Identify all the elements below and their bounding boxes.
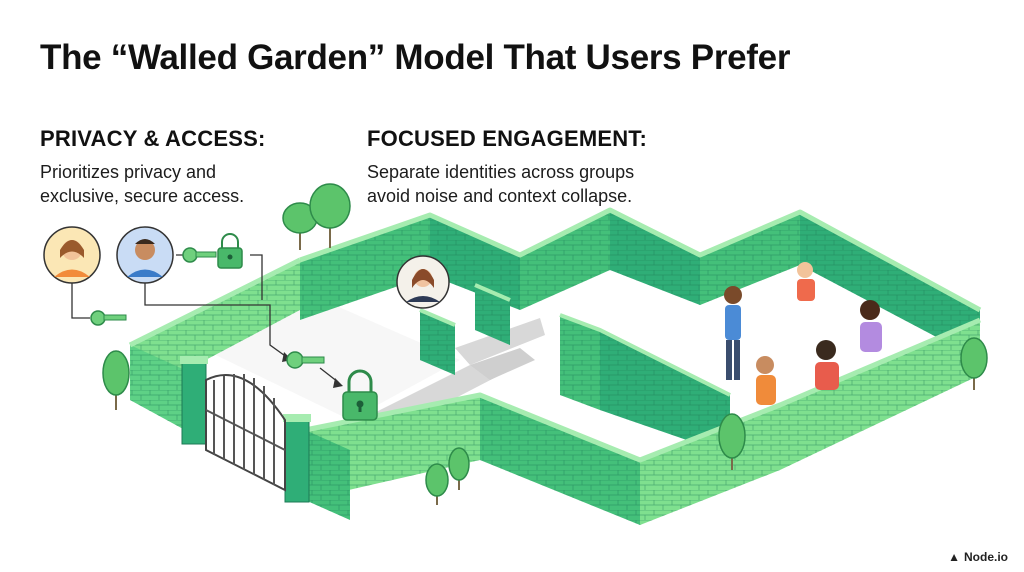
brand-name: Node.io bbox=[964, 550, 1008, 564]
privacy-access-block: PRIVACY & ACCESS: Prioritizes privacy an… bbox=[40, 126, 360, 208]
engagement-line-1: Separate identities across groups bbox=[367, 162, 635, 182]
avatar bbox=[43, 226, 101, 284]
node-logo-icon: ▲ bbox=[948, 550, 960, 564]
person-icon bbox=[815, 340, 839, 390]
tree-icon bbox=[718, 413, 746, 470]
garden-gate bbox=[180, 356, 311, 503]
tree-icon bbox=[102, 350, 130, 410]
tree-icon bbox=[960, 337, 988, 390]
tree-icon bbox=[425, 447, 470, 505]
privacy-access-heading: PRIVACY & ACCESS: bbox=[40, 126, 266, 151]
focused-engagement-description: Separate identities across groups avoid … bbox=[367, 160, 687, 208]
avatar bbox=[396, 255, 450, 309]
person-icon bbox=[797, 262, 815, 301]
avatar bbox=[116, 226, 174, 284]
person-icon bbox=[756, 356, 776, 405]
key-icon bbox=[90, 310, 127, 326]
person-icon bbox=[724, 286, 742, 380]
tree-icon bbox=[282, 183, 351, 250]
key-icon bbox=[286, 351, 325, 369]
privacy-line-1: Prioritizes privacy and bbox=[40, 162, 217, 182]
brand-mark: ▲ Node.io bbox=[948, 550, 1008, 564]
engagement-line-2: avoid noise and context collapse. bbox=[367, 186, 633, 206]
lock-icon bbox=[342, 369, 378, 421]
privacy-line-2: exclusive, secure access. bbox=[40, 186, 245, 206]
privacy-access-description: Prioritizes privacy and exclusive, secur… bbox=[40, 160, 360, 208]
person-icon bbox=[860, 300, 882, 352]
partition-walls bbox=[419, 283, 731, 455]
page-title: The “Walled Garden” Model That Users Pre… bbox=[40, 38, 791, 77]
focused-engagement-block: FOCUSED ENGAGEMENT: Separate identities … bbox=[367, 126, 687, 208]
focused-engagement-heading: FOCUSED ENGAGEMENT: bbox=[367, 126, 648, 151]
lock-icon bbox=[217, 233, 243, 269]
key-icon bbox=[182, 247, 217, 263]
back-walls bbox=[299, 207, 982, 360]
